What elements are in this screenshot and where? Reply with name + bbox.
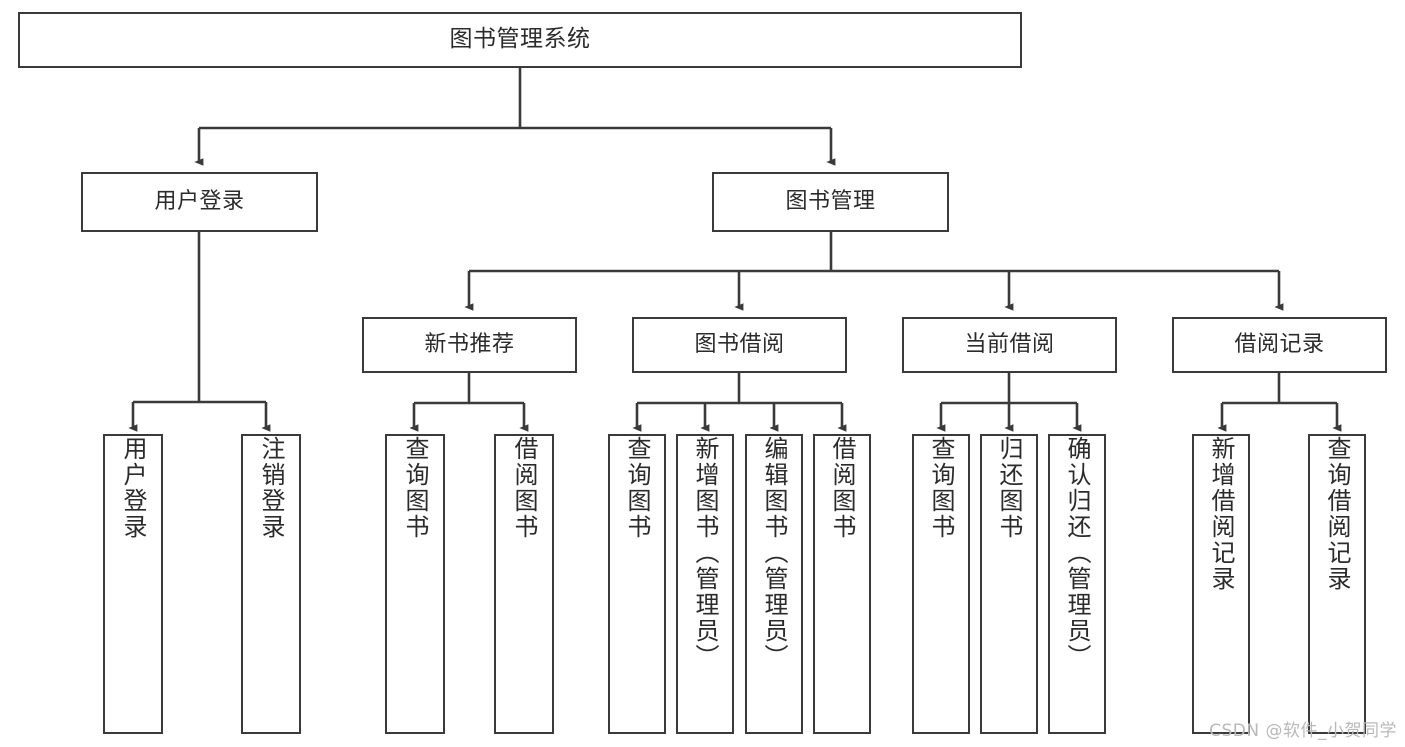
node-book-management[interactable]: 图书管理 — [712, 172, 949, 232]
node-user-login[interactable]: 用户登录 — [81, 172, 318, 232]
node-leaf-confirm-return-admin[interactable]: 确认归还（管理员） — [1048, 434, 1106, 734]
node-leaf-query-book[interactable]: 查询图书 — [608, 434, 666, 734]
node-borrow-record[interactable]: 借阅记录 — [1172, 317, 1387, 373]
node-leaf-lend-book[interactable]: 借阅图书 — [813, 434, 871, 734]
node-leaf-add-book-admin[interactable]: 新增图书（管理员） — [676, 434, 734, 734]
node-label: 编辑图书（管理员） — [760, 436, 788, 670]
node-leaf-query-borrow-record[interactable]: 查询借阅记录 — [1308, 434, 1366, 734]
node-label: 查询图书 — [623, 436, 651, 540]
node-book-borrow[interactable]: 图书借阅 — [632, 317, 847, 373]
node-label: 查询图书 — [927, 436, 955, 540]
node-leaf-query-book-recommend[interactable]: 查询图书 — [385, 434, 445, 734]
node-current-borrow[interactable]: 当前借阅 — [902, 317, 1117, 373]
node-label: 新增借阅记录 — [1207, 436, 1235, 592]
node-label: 查询图书 — [401, 436, 429, 540]
node-leaf-return-book[interactable]: 归还图书 — [980, 434, 1038, 734]
node-new-book-recommend[interactable]: 新书推荐 — [362, 317, 577, 373]
node-label: 用户登录 — [154, 189, 245, 215]
node-label: 归还图书 — [995, 436, 1023, 540]
node-label: 注销登录 — [257, 436, 285, 540]
node-leaf-user-login[interactable]: 用户登录 — [103, 434, 163, 734]
node-label: 用户登录 — [119, 436, 147, 540]
node-label: 图书借阅 — [694, 332, 785, 358]
node-leaf-borrow-book-recommend[interactable]: 借阅图书 — [494, 434, 554, 734]
node-leaf-edit-book-admin[interactable]: 编辑图书（管理员） — [745, 434, 803, 734]
node-label: 借阅记录 — [1234, 332, 1325, 358]
node-label: 借阅图书 — [828, 436, 856, 540]
node-label: 查询借阅记录 — [1323, 436, 1351, 592]
node-label: 确认归还（管理员） — [1063, 436, 1091, 670]
node-leaf-user-logout[interactable]: 注销登录 — [241, 434, 301, 734]
node-label: 新书推荐 — [424, 332, 515, 358]
node-label: 新增图书（管理员） — [691, 436, 719, 670]
node-label: 图书管理 — [785, 189, 876, 215]
node-label: 借阅图书 — [510, 436, 538, 540]
watermark: CSDN @软件_小贺同学 — [1209, 721, 1397, 741]
node-root-system[interactable]: 图书管理系统 — [18, 12, 1022, 68]
node-label: 图书管理系统 — [449, 26, 591, 53]
node-leaf-add-borrow-record[interactable]: 新增借阅记录 — [1192, 434, 1250, 734]
node-leaf-query-book-current[interactable]: 查询图书 — [912, 434, 970, 734]
node-label: 当前借阅 — [964, 332, 1055, 358]
